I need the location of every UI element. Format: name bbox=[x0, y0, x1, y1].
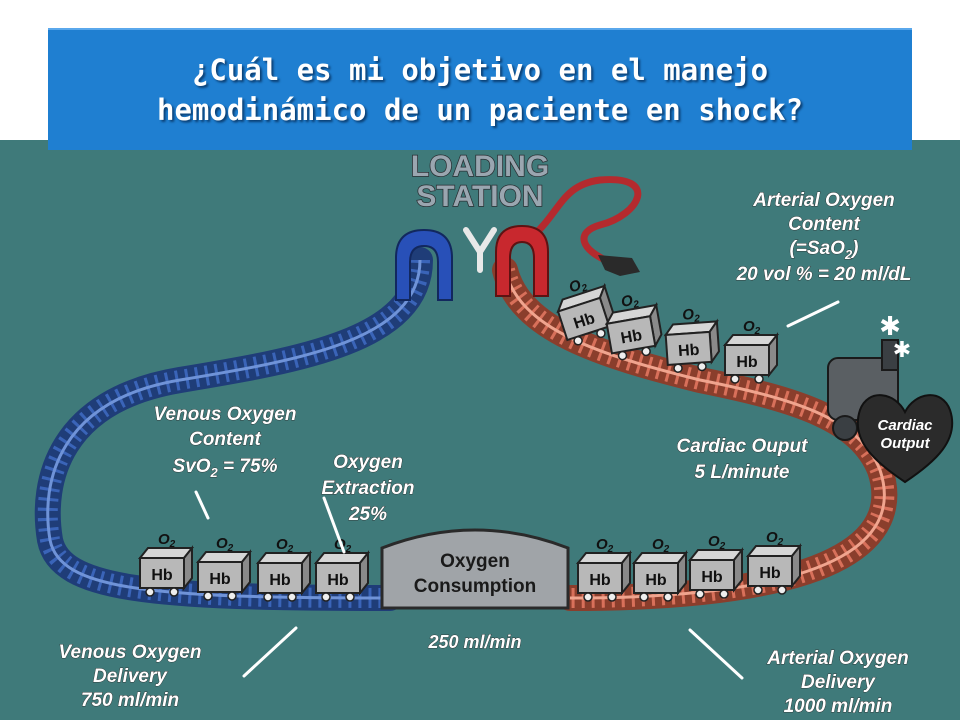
cardiac-output-line1: Cardiac Ouput bbox=[677, 436, 809, 457]
y-connector bbox=[463, 227, 497, 273]
arterial-delivery-line1: Arterial Oxygen bbox=[766, 648, 909, 669]
extraction-line1: Oxygen bbox=[333, 452, 403, 473]
hb-label: Hb bbox=[759, 565, 781, 582]
hb-label: Hb bbox=[619, 327, 643, 347]
pointer-lines bbox=[194, 300, 840, 680]
hb-car: Hb O2 bbox=[255, 536, 313, 602]
venous-delivery-line3: 750 ml/min bbox=[81, 690, 179, 711]
blue-tunnel bbox=[395, 228, 453, 301]
venous-delivery-line1: Venous Oxygen bbox=[59, 642, 202, 663]
arterial-content-line4: 20 vol % = 20 ml/dL bbox=[736, 264, 912, 285]
station-label: STATION bbox=[416, 180, 543, 213]
o2-label: O2 bbox=[158, 531, 176, 550]
arterial-content-line3: (=SaO2) bbox=[789, 238, 858, 262]
hb-label: Hb bbox=[701, 569, 723, 586]
hb-label: Hb bbox=[678, 342, 701, 360]
diagram-background bbox=[0, 140, 960, 720]
hb-label: Hb bbox=[327, 572, 349, 589]
hb-label: Hb bbox=[589, 572, 611, 589]
o2-label: O2 bbox=[743, 318, 761, 337]
venous-content-line2: Content bbox=[189, 429, 261, 450]
o2-label: O2 bbox=[708, 533, 726, 552]
hb-car: Hb O2 bbox=[745, 529, 803, 595]
o2-label: O2 bbox=[620, 291, 641, 313]
extraction-line3: 25% bbox=[348, 504, 387, 525]
fuel-nozzle-icon bbox=[598, 255, 640, 276]
loading-station-label: LOADING bbox=[411, 150, 549, 183]
hb-car: Hb O2 bbox=[195, 535, 253, 601]
hb-label: Hb bbox=[269, 572, 291, 589]
hb-label: Hb bbox=[645, 572, 667, 589]
venous-content-line3: SvO2 = 75% bbox=[173, 456, 278, 480]
slide-title-line1: ¿Cuál es mi objetivo en el manejo bbox=[191, 53, 769, 87]
hb-label: Hb bbox=[736, 354, 758, 371]
hb-label: Hb bbox=[572, 310, 598, 333]
hb-label: Hb bbox=[151, 567, 173, 584]
arterial-content-line2: Content bbox=[788, 214, 860, 235]
venous-content-line1: Venous Oxygen bbox=[154, 404, 297, 425]
venous-delivery-line2: Delivery bbox=[93, 666, 168, 687]
cardiac-output-line2: 5 L/minute bbox=[694, 462, 789, 483]
o2-label: O2 bbox=[766, 529, 784, 548]
o2-label: O2 bbox=[682, 306, 701, 326]
arterial-delivery-line2: Delivery bbox=[801, 672, 876, 693]
o2-label: O2 bbox=[276, 536, 294, 555]
o2-label: O2 bbox=[596, 536, 614, 555]
hb-car: Hb O2 bbox=[722, 318, 780, 384]
hb-car: Hb O2 bbox=[575, 536, 633, 602]
steam-puff-icon-2: ✱ bbox=[893, 338, 911, 363]
hb-car: Hb O2 bbox=[631, 536, 689, 602]
oxygen-hose bbox=[525, 176, 642, 266]
hb-car: Hb O2 bbox=[137, 531, 195, 597]
o2-label: O2 bbox=[652, 536, 670, 555]
o2-label: O2 bbox=[567, 275, 590, 299]
heart-icon bbox=[856, 394, 954, 484]
hb-car: Hb O2 bbox=[604, 291, 663, 361]
steam-puff-icon: ✱ bbox=[879, 312, 901, 342]
hemoglobin-cars: HbO2HbO2HbO2HbO2HbO2HbO2HbO2HbO2HbO2HbO2… bbox=[137, 275, 803, 602]
consumption-value: 250 ml/min bbox=[427, 632, 521, 652]
extraction-line2: Extraction bbox=[322, 478, 415, 499]
engine-label-line2: Output bbox=[880, 435, 930, 452]
hb-car: Hb O2 bbox=[556, 275, 615, 346]
red-tunnel bbox=[495, 224, 549, 297]
cardiac-output-locomotive: Cardiac Output ✱ ✱ bbox=[827, 312, 954, 484]
engine-label-line1: Cardiac bbox=[877, 417, 933, 434]
hb-label: Hb bbox=[209, 571, 231, 588]
title-banner: ¿Cuál es mi objetivo en el manejo hemodi… bbox=[48, 28, 912, 150]
oxygen-consumption-building: Oxygen Consumption bbox=[380, 528, 570, 610]
hb-car: Hb O2 bbox=[687, 533, 745, 599]
o2-label: O2 bbox=[216, 535, 234, 554]
slide-title-line2: hemodinámico de un paciente en shock? bbox=[156, 93, 803, 127]
consumption-label-line2: Consumption bbox=[414, 576, 536, 597]
hb-car: Hb O2 bbox=[663, 306, 720, 373]
consumption-label-line1: Oxygen bbox=[440, 551, 510, 572]
arterial-content-line1: Arterial Oxygen bbox=[752, 190, 895, 211]
arterial-delivery-line3: 1000 ml/min bbox=[784, 696, 893, 717]
